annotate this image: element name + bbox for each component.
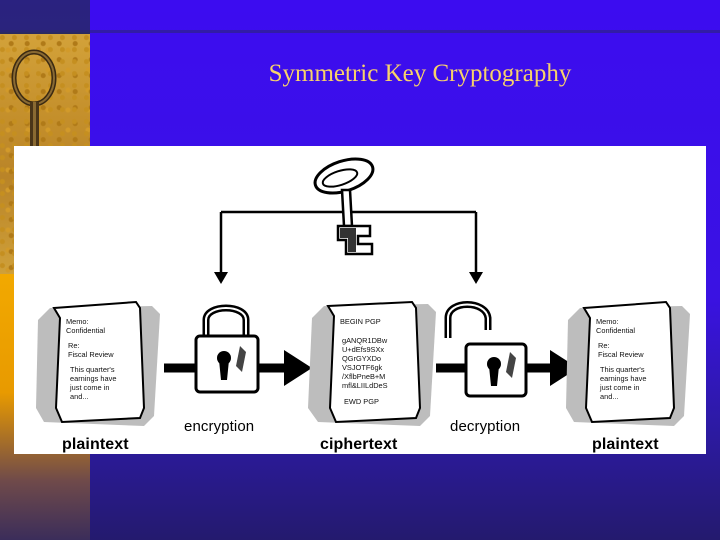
plaintext-doc-line: Re:	[598, 341, 610, 350]
cipher-doc-line: VSJOTF6gk	[342, 363, 383, 372]
plaintext-doc-line: Re:	[68, 341, 80, 350]
plaintext-doc-line: and...	[600, 392, 619, 401]
ciphertext-document: BEGIN PGP gANQR1DBw U+dEfs9SXx QGrGYXDo …	[308, 300, 436, 426]
plaintext-doc-line: This quarter's	[600, 365, 645, 374]
crypto-diagram: Memo: Confidential Re: Fiscal Review Thi…	[14, 146, 706, 454]
diagram-graphics: Memo: Confidential Re: Fiscal Review Thi…	[36, 157, 690, 426]
plaintext-doc-line: just come in	[69, 383, 109, 392]
cipher-doc-line: QGrGYXDo	[342, 354, 381, 363]
plaintext-doc-line: earnings have	[600, 374, 646, 383]
plaintext-doc-line: Confidential	[596, 326, 635, 335]
plaintext-doc-line: Fiscal Review	[598, 350, 644, 359]
plaintext-doc-line: earnings have	[70, 374, 116, 383]
cipher-doc-line: gANQR1DBw	[342, 336, 388, 345]
cipher-doc-line: EWD PGP	[344, 397, 379, 406]
cipher-doc-line: BEGIN PGP	[340, 317, 381, 326]
slide-title: Symmetric Key Cryptography	[268, 60, 572, 87]
plaintext-label-right: plaintext	[592, 436, 659, 453]
plaintext-label-left: plaintext	[62, 436, 129, 453]
key-icon	[313, 157, 375, 256]
plaintext-doc-line: and...	[70, 392, 89, 401]
plaintext-doc-line: Confidential	[66, 326, 105, 335]
plaintext-document-left: Memo: Confidential Re: Fiscal Review Thi…	[36, 300, 160, 426]
plaintext-document-right: Memo: Confidential Re: Fiscal Review Thi…	[566, 300, 690, 426]
open-lock-icon	[444, 301, 528, 398]
plaintext-doc-line: Fiscal Review	[68, 350, 114, 359]
plaintext-doc-line: Memo:	[596, 317, 619, 326]
cipher-doc-line: /XflbPneB+M	[342, 372, 385, 381]
decryption-label: decryption	[450, 418, 521, 435]
closed-lock-icon	[194, 304, 260, 394]
plaintext-doc-line: This quarter's	[70, 365, 115, 374]
ciphertext-label: ciphertext	[320, 436, 398, 453]
plaintext-doc-line: Memo:	[66, 317, 89, 326]
plaintext-doc-line: just come in	[599, 383, 639, 392]
encryption-label: encryption	[184, 418, 255, 435]
cipher-doc-line: U+dEfs9SXx	[342, 345, 384, 354]
top-divider	[0, 30, 720, 33]
cipher-doc-line: mfl&LIILdDeS	[342, 381, 388, 390]
